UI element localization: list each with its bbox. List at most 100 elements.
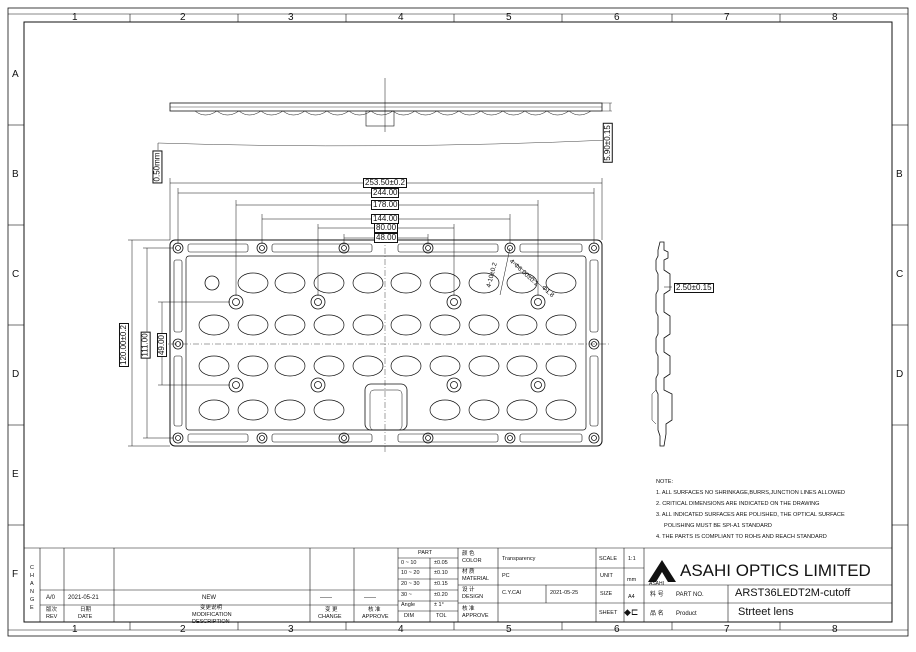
- change-letter-g: G: [30, 597, 35, 603]
- lens-grid: [198, 272, 577, 421]
- lens-element: [198, 355, 230, 377]
- lens-element: [274, 355, 306, 377]
- lens-element: [274, 272, 306, 294]
- field-design-label: DESIGN: [462, 594, 484, 600]
- zone-col-1-bottom: 1: [72, 624, 78, 635]
- zone-col-6: 6: [614, 12, 620, 23]
- field-design-cn: 设 计: [462, 587, 475, 593]
- dim-section-thickness: 2.50±0.15: [674, 283, 714, 293]
- side-view: [157, 78, 612, 147]
- head-rev-cn: 版次: [46, 607, 58, 613]
- lens-element: [198, 399, 230, 421]
- tol-val-4: ±0.20: [434, 592, 448, 598]
- unit-value: mm: [627, 577, 637, 583]
- zone-col-4: 4: [398, 12, 404, 23]
- change-letter-e: E: [30, 605, 34, 611]
- head-mod: MODIFICATION: [192, 612, 232, 618]
- size-value: A4: [628, 594, 635, 600]
- part-no-value: ARST36LEDT2M-cutoff: [735, 587, 851, 599]
- scale-value: 1:1: [628, 556, 636, 562]
- lens-element: [506, 272, 538, 294]
- rev-change: ——: [320, 595, 332, 601]
- lens-element: [545, 399, 577, 421]
- lens-element: [313, 272, 345, 294]
- lens-element: [313, 355, 345, 377]
- zone-col-2-bottom: 2: [180, 624, 186, 635]
- field-color-cn: 颜 色: [462, 551, 475, 557]
- tol-range-4: 30 ~: [401, 592, 412, 598]
- note-3-cont: POLISHING MUST BE SPI-A1 STANDARD: [664, 523, 772, 529]
- lens-element: [274, 399, 306, 421]
- tol-dim: DIM: [404, 613, 415, 619]
- zone-row-d: D: [12, 369, 20, 380]
- lens-element: [429, 314, 461, 336]
- zone-row-b: B: [12, 169, 19, 180]
- lens-element: [468, 355, 500, 377]
- lens-element: [274, 314, 306, 336]
- dim-48: 48.00: [374, 233, 399, 243]
- field-color-label: COLOR: [462, 558, 482, 564]
- tol-val-2: ±0.10: [434, 570, 448, 576]
- lens-element: [429, 355, 461, 377]
- head-mod-cn: 变更说明: [200, 605, 223, 611]
- product-value: Strteet lens: [738, 606, 794, 618]
- field-design-date: 2021-05-25: [550, 590, 579, 596]
- lens-element: [390, 314, 422, 336]
- lens-element: [352, 272, 384, 294]
- lens-element: [429, 272, 461, 294]
- field-material-value: PC: [502, 573, 510, 579]
- lens-element: [468, 399, 500, 421]
- head-change-cn: 变 更: [325, 607, 338, 613]
- dimension-lines: [128, 103, 611, 447]
- zone-col-2: 2: [180, 12, 186, 23]
- sheet-label: SHEET: [599, 610, 618, 616]
- lens-element: [506, 314, 538, 336]
- change-letter-n: N: [30, 589, 34, 595]
- dim-178: 178.00: [371, 200, 400, 210]
- zone-row-d-right: D: [896, 369, 904, 380]
- scale-label: SCALE: [599, 556, 618, 562]
- tol-range-3: 20 ~ 30: [401, 581, 420, 587]
- company-logo: [648, 560, 676, 582]
- field-approve-label: APPROVE: [462, 613, 489, 619]
- unit-label: UNIT: [600, 573, 613, 579]
- lens-element: [198, 314, 230, 336]
- head-date-cn: 日期: [80, 607, 92, 613]
- zone-col-3-bottom: 3: [288, 624, 294, 635]
- rev-date: 2021-05-21: [68, 595, 99, 601]
- lens-element: [506, 399, 538, 421]
- tol-tol: TOL: [436, 613, 447, 619]
- lens-element: [429, 399, 461, 421]
- part-no-cn: 料 号: [650, 592, 664, 598]
- product-label: Product: [676, 611, 697, 617]
- logo-text: ASAHI: [649, 581, 665, 587]
- lens-element: [545, 355, 577, 377]
- field-design-value: C.Y.CAI: [502, 590, 522, 596]
- dim-49: 49.00: [157, 332, 168, 358]
- rev-description: NEW: [202, 595, 216, 601]
- zone-col-7: 7: [724, 12, 730, 23]
- inner-frame: [23, 21, 893, 623]
- dim-left-offset: 0.50mm: [152, 150, 163, 184]
- tol-val-3: ±0.15: [434, 581, 448, 587]
- section-view: [651, 241, 673, 447]
- lens-element: [468, 314, 500, 336]
- dim-height: 120.00±0.2: [118, 323, 129, 367]
- field-material-cn: 材 质: [462, 569, 475, 575]
- lens-element: [468, 272, 500, 294]
- tol-val-1: ±0.05: [434, 560, 448, 566]
- dim-244: 244.00: [371, 188, 400, 198]
- rev-approve: ——: [364, 595, 376, 601]
- zone-col-6-bottom: 6: [614, 624, 620, 635]
- tol-range-5: Angle: [401, 602, 416, 608]
- lens-element: [352, 355, 384, 377]
- size-label: SIZE: [600, 591, 613, 597]
- head-change: CHANGE: [318, 614, 342, 620]
- part-no-label: PART NO.: [676, 592, 704, 598]
- product-cn: 品 名: [650, 611, 664, 617]
- zone-row-c-right: C: [896, 269, 904, 280]
- zone-col-1: 1: [72, 12, 78, 23]
- head-date: DATE: [78, 614, 93, 620]
- zone-col-4-bottom: 4: [398, 624, 404, 635]
- zone-col-3: 3: [288, 12, 294, 23]
